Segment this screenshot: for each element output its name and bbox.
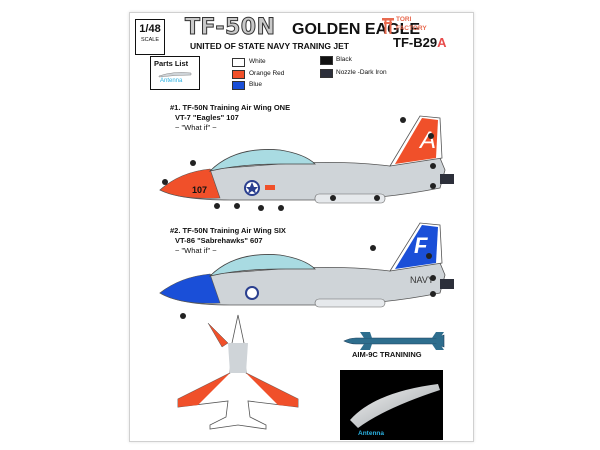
product-code-main: TF-B29 bbox=[393, 35, 438, 50]
product-subtitle: UNITED OF STATE NAVY TRANING JET bbox=[190, 41, 349, 51]
scheme1-line2: VT-7 "Eagles" 107 bbox=[175, 113, 239, 122]
aim9c-missile bbox=[343, 332, 445, 350]
antenna-part-icon bbox=[158, 72, 192, 78]
logo-text-top: TORI bbox=[396, 16, 412, 23]
scheme1-caption: #1. TF-50N Training Air Wing ONE VT-7 "E… bbox=[170, 103, 290, 133]
callout-dot bbox=[430, 183, 436, 189]
legend-swatch bbox=[232, 70, 245, 79]
callout-dot bbox=[214, 203, 220, 209]
missile-label: AIM-9C TRANINING bbox=[352, 350, 422, 359]
antenna-photo: Antenna bbox=[340, 370, 443, 440]
callout-dot bbox=[278, 205, 284, 211]
scale-box: 1/48 SCALE bbox=[135, 19, 165, 55]
scheme2-line2: VT-86 "Sabrehawks" 607 bbox=[175, 236, 263, 245]
antenna-photo-label: Antenna bbox=[358, 430, 384, 437]
decal-sheet: 1/48 SCALE TF-50N GOLDEN EAGLE UNITED OF… bbox=[129, 12, 474, 442]
scheme1-tail-letter: A bbox=[418, 127, 436, 154]
scheme1-line3: ~ "What if" ~ bbox=[175, 123, 217, 132]
logo-text-bottom: FACTORY bbox=[396, 25, 427, 32]
scheme1-stripe bbox=[265, 185, 275, 190]
callout-dot bbox=[234, 203, 240, 209]
scale-label: SCALE bbox=[140, 37, 160, 43]
parts-list-item: Antenna bbox=[160, 78, 183, 84]
callout-dot bbox=[330, 195, 336, 201]
callout-dot bbox=[258, 205, 264, 211]
scheme1-line1: #1. TF-50N Training Air Wing ONE bbox=[170, 103, 291, 112]
parts-list-box: Parts List Antenna bbox=[150, 56, 200, 90]
parts-list-label: Parts List bbox=[154, 59, 189, 68]
callout-dot bbox=[428, 133, 434, 139]
legend-label: Nozzle -Dark Iron bbox=[336, 69, 387, 76]
callout-dot bbox=[430, 275, 436, 281]
product-title: TF-50N bbox=[185, 15, 276, 41]
legend-swatch bbox=[232, 58, 245, 67]
callout-dot bbox=[162, 179, 168, 185]
product-code-suffix: A bbox=[437, 35, 447, 50]
callout-dot bbox=[400, 117, 406, 123]
legend-swatch bbox=[320, 56, 333, 65]
scheme1-aircraft-profile: A 107 bbox=[159, 115, 454, 204]
callout-dot bbox=[430, 291, 436, 297]
scheme2-navy-text: NAVY bbox=[410, 275, 434, 285]
scheme2-caption: #2. TF-50N Training Air Wing SIX VT-86 "… bbox=[170, 226, 286, 256]
scheme2-aircraft-profile: F NAVY bbox=[159, 222, 454, 308]
product-code: TF-B29A bbox=[393, 35, 446, 50]
scheme2-line1: #2. TF-50N Training Air Wing SIX bbox=[170, 226, 286, 235]
product-name: GOLDEN EAGLE bbox=[292, 21, 421, 38]
scheme2-line3: ~ "What if" ~ bbox=[175, 246, 217, 255]
legend-label: Black bbox=[336, 56, 352, 63]
legend-label: Blue bbox=[249, 81, 263, 88]
scale-value: 1/48 bbox=[139, 23, 161, 35]
callout-dot bbox=[374, 195, 380, 201]
tori-logo-icon bbox=[382, 18, 394, 34]
scheme2-tail-letter: F bbox=[414, 233, 428, 258]
legend-label: Orange Red bbox=[249, 70, 285, 77]
callout-dot bbox=[430, 163, 436, 169]
legend-label: White bbox=[249, 58, 266, 65]
legend-swatch bbox=[232, 81, 245, 90]
callout-dot bbox=[190, 160, 196, 166]
callout-dot bbox=[180, 313, 186, 319]
legend-swatch bbox=[320, 69, 333, 78]
callout-dot bbox=[426, 253, 432, 259]
plan-view-aircraft bbox=[177, 314, 299, 430]
scheme1-nose-number: 107 bbox=[192, 185, 207, 195]
callout-dot bbox=[370, 245, 376, 251]
antenna-photo-image bbox=[350, 384, 440, 428]
